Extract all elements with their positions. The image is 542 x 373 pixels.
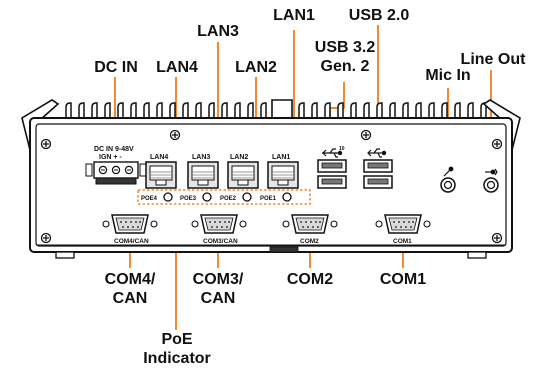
com4-callout-line1: COM4/ — [104, 271, 156, 288]
screw-icon — [169, 129, 181, 141]
poe3-led — [202, 192, 212, 202]
poe4-label: POE4 — [141, 196, 158, 202]
com2-port[interactable] — [282, 214, 338, 234]
usb32-port-bottom[interactable] — [317, 175, 347, 189]
usb-icon — [367, 148, 387, 158]
svg-text:10: 10 — [339, 146, 345, 152]
lan-ports: LAN4 LAN3 LAN2 LAN1 — [145, 154, 299, 189]
lan2-callout: LAN2 — [235, 59, 277, 76]
com3-callout-line2: CAN — [200, 290, 236, 307]
chassis-feet — [55, 251, 487, 259]
poe2-led — [242, 192, 252, 202]
com1-port[interactable] — [375, 214, 431, 234]
lan3-callout: LAN3 — [197, 23, 239, 40]
lan4-panel-label: LAN4 — [150, 154, 168, 161]
poe-indicator-group: POE4 POE3 POE2 POE1 — [137, 189, 311, 205]
poe-callout-line1: PoE — [161, 331, 193, 348]
usb32-ports: 10 — [317, 146, 347, 189]
poe3-label: POE3 — [180, 196, 197, 202]
lan1-panel-label: LAN1 — [272, 154, 290, 161]
poe2-label: POE2 — [220, 196, 237, 202]
line-out-callout: Line Out — [460, 51, 526, 68]
screw-icon — [360, 129, 372, 141]
lan2-port[interactable] — [227, 161, 259, 189]
usb-superspeed-10-icon: 10 — [322, 146, 345, 158]
screw-icon — [40, 232, 52, 244]
com4-port[interactable] — [102, 214, 158, 234]
line-out-jack[interactable] — [483, 168, 499, 193]
poe-indicator-callout: PoE Indicator — [136, 330, 218, 368]
usb32-callout: USB 3.2 Gen. 2 — [306, 38, 384, 76]
dc-in-rating-label: DC IN 9-48V — [94, 146, 134, 153]
usb32-callout-line2: Gen. 2 — [320, 58, 370, 75]
usb20-ports — [363, 148, 393, 189]
lan2-panel-label: LAN2 — [230, 154, 248, 161]
poe1-led — [282, 192, 292, 202]
com3-callout: COM3/ CAN — [182, 270, 254, 308]
com4-callout: COM4/ CAN — [94, 270, 166, 308]
com-ports: COM4/CAN COM3/CAN COM2 COM1 — [102, 214, 431, 253]
usb32-port-top[interactable] — [317, 159, 347, 173]
ign-polarity-label: IGN + - — [99, 154, 122, 161]
dc-in-terminal: DC IN 9-48V IGN + - — [85, 146, 147, 185]
com2-panel-label: COM2 — [300, 238, 319, 245]
grounding-slot — [269, 246, 299, 253]
com1-panel-label: COM1 — [393, 238, 412, 245]
dc-in-callout: DC IN — [94, 59, 138, 76]
lan3-panel-label: LAN3 — [192, 154, 210, 161]
poe-callout-line2: Indicator — [143, 350, 211, 367]
lan1-callout: LAN1 — [273, 7, 315, 24]
headphone-icon — [485, 168, 498, 176]
lan1-port[interactable] — [267, 161, 299, 189]
com4-callout-line2: CAN — [112, 290, 148, 307]
usb20-port-bottom[interactable] — [363, 175, 393, 189]
usb20-port-top[interactable] — [363, 159, 393, 173]
screw-icon — [40, 138, 52, 150]
lan3-port[interactable] — [187, 161, 219, 189]
mic-icon — [443, 166, 454, 177]
mic-in-callout: Mic In — [425, 67, 471, 84]
screw-icon — [491, 138, 503, 150]
com4-panel-label: COM4/CAN — [114, 238, 149, 245]
com1-callout: COM1 — [379, 271, 427, 288]
poe4-led — [163, 192, 173, 202]
usb32-callout-line1: USB 3.2 — [314, 39, 376, 56]
screws — [40, 129, 503, 244]
lan4-port[interactable] — [145, 161, 177, 189]
com3-panel-label: COM3/CAN — [203, 238, 238, 245]
com3-port[interactable] — [191, 214, 247, 234]
lan4-callout: LAN4 — [156, 59, 198, 76]
mic-jack[interactable] — [440, 166, 456, 193]
usb20-callout: USB 2.0 — [348, 7, 410, 24]
com3-callout-line1: COM3/ — [192, 271, 244, 288]
screw-icon — [491, 232, 503, 244]
poe1-label: POE1 — [260, 196, 277, 202]
com2-callout: COM2 — [286, 271, 334, 288]
